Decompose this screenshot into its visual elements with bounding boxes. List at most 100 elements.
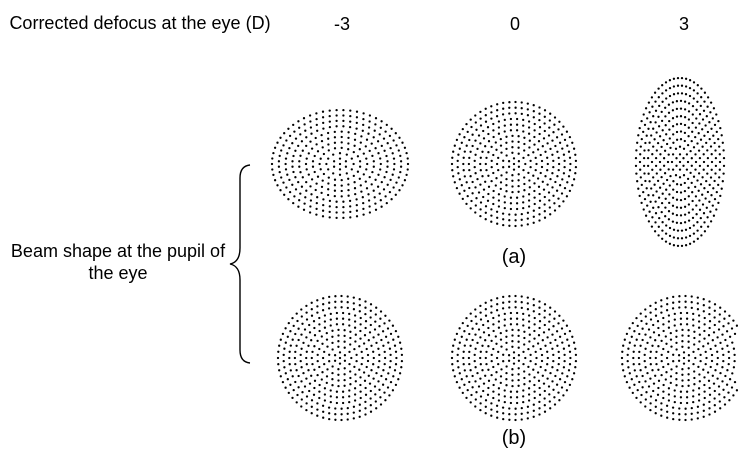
beam-dot <box>632 350 635 353</box>
beam-dot <box>708 320 712 323</box>
beam-dot <box>503 130 506 133</box>
beam-dot <box>313 379 317 382</box>
beam-dot <box>691 130 694 133</box>
beam-dot <box>708 386 711 390</box>
beam-dot <box>487 140 491 143</box>
beam-dot <box>479 162 482 166</box>
beam-dot <box>684 85 688 88</box>
beam-dot <box>676 84 680 87</box>
beam-dot <box>505 348 508 351</box>
beam-dot <box>671 109 675 112</box>
beam-dot <box>294 380 297 384</box>
beam-dot <box>689 149 692 153</box>
beam-dot <box>644 308 647 311</box>
beam-dot <box>727 350 730 354</box>
beam-dot <box>558 314 561 317</box>
beam-dot <box>312 393 316 396</box>
beam-dot <box>490 208 493 211</box>
beam-dot <box>571 378 574 381</box>
beam-dot <box>507 165 511 168</box>
beam-dot <box>660 311 663 314</box>
beam-dot <box>551 380 554 383</box>
beam-dot <box>552 353 555 357</box>
beam-row-b <box>276 294 738 422</box>
beam-dot <box>682 356 686 360</box>
beam-dot <box>549 371 552 375</box>
beam-dot <box>375 306 378 309</box>
beam-dot <box>640 119 643 123</box>
beam-dot <box>645 322 648 325</box>
beam-dot <box>685 401 689 405</box>
beam-dot <box>352 162 355 166</box>
beam-dot <box>511 151 514 154</box>
beam-dot <box>546 356 549 360</box>
beam-dot <box>469 207 472 210</box>
beam-dot <box>316 373 319 377</box>
beam-dot <box>698 373 701 376</box>
beam-dot <box>660 119 664 123</box>
beam-dot <box>383 362 386 366</box>
beam-dot <box>671 153 675 156</box>
beam-dot <box>657 125 661 128</box>
beam-dot <box>352 411 355 414</box>
beam-dot <box>331 329 334 332</box>
beam-dot <box>482 195 485 199</box>
beam-dot <box>374 393 377 396</box>
beam-dot <box>547 385 551 388</box>
beam-dot <box>328 412 331 415</box>
beam-dot <box>533 329 536 333</box>
beam-dot <box>509 323 513 326</box>
beam-dot <box>517 190 520 193</box>
beam-dot <box>698 208 702 211</box>
beam-dot <box>479 142 482 145</box>
beam-dot <box>523 176 526 179</box>
beam-dot <box>716 377 719 380</box>
beam-dot <box>551 347 554 350</box>
defocus-value-minus-3: -3 <box>333 14 350 34</box>
beam-dot <box>321 116 325 119</box>
beam-dot <box>349 370 352 373</box>
beam-dot <box>537 140 541 143</box>
beam-dot <box>520 112 523 116</box>
beam-dot <box>522 400 525 404</box>
beam-dot <box>553 123 556 126</box>
beam-dot <box>687 367 690 370</box>
beam-dot <box>724 374 727 378</box>
beam-dot <box>297 120 300 123</box>
beam-dot <box>671 204 675 207</box>
beam-dot <box>701 128 704 131</box>
beam-dot <box>359 337 362 340</box>
beam-dot <box>509 207 513 211</box>
beam-dot <box>713 197 717 201</box>
beam-dot <box>282 144 285 147</box>
beam-dot <box>369 410 373 413</box>
beam-dot <box>694 356 697 360</box>
beam-dot <box>526 102 529 105</box>
beam-dot <box>632 363 635 366</box>
beam-dot <box>474 347 477 350</box>
beam-dot <box>532 304 535 307</box>
beam-dot <box>526 308 530 311</box>
beam-dot <box>387 341 390 344</box>
beam-dot <box>557 350 560 354</box>
beam-dot <box>316 414 319 417</box>
beam-dot <box>497 120 501 123</box>
beam-dot <box>305 304 308 308</box>
beam-dot <box>554 144 557 148</box>
beam-dot <box>484 120 488 123</box>
beam-dot <box>533 189 536 193</box>
beam-dot <box>492 316 495 320</box>
beam-dot <box>562 200 565 203</box>
beam-shape-a-1 <box>270 108 410 220</box>
beam-dot <box>735 389 738 392</box>
beam-dot <box>391 389 395 392</box>
beam-dot <box>305 189 308 192</box>
beam-dot <box>695 204 698 207</box>
beam-dot <box>675 365 678 368</box>
beam-dot <box>341 396 345 399</box>
beam-dot <box>364 145 367 148</box>
beam-dot <box>305 180 308 184</box>
beam-dot <box>479 336 482 339</box>
beam-dot <box>514 100 517 104</box>
beam-dot <box>685 153 689 156</box>
